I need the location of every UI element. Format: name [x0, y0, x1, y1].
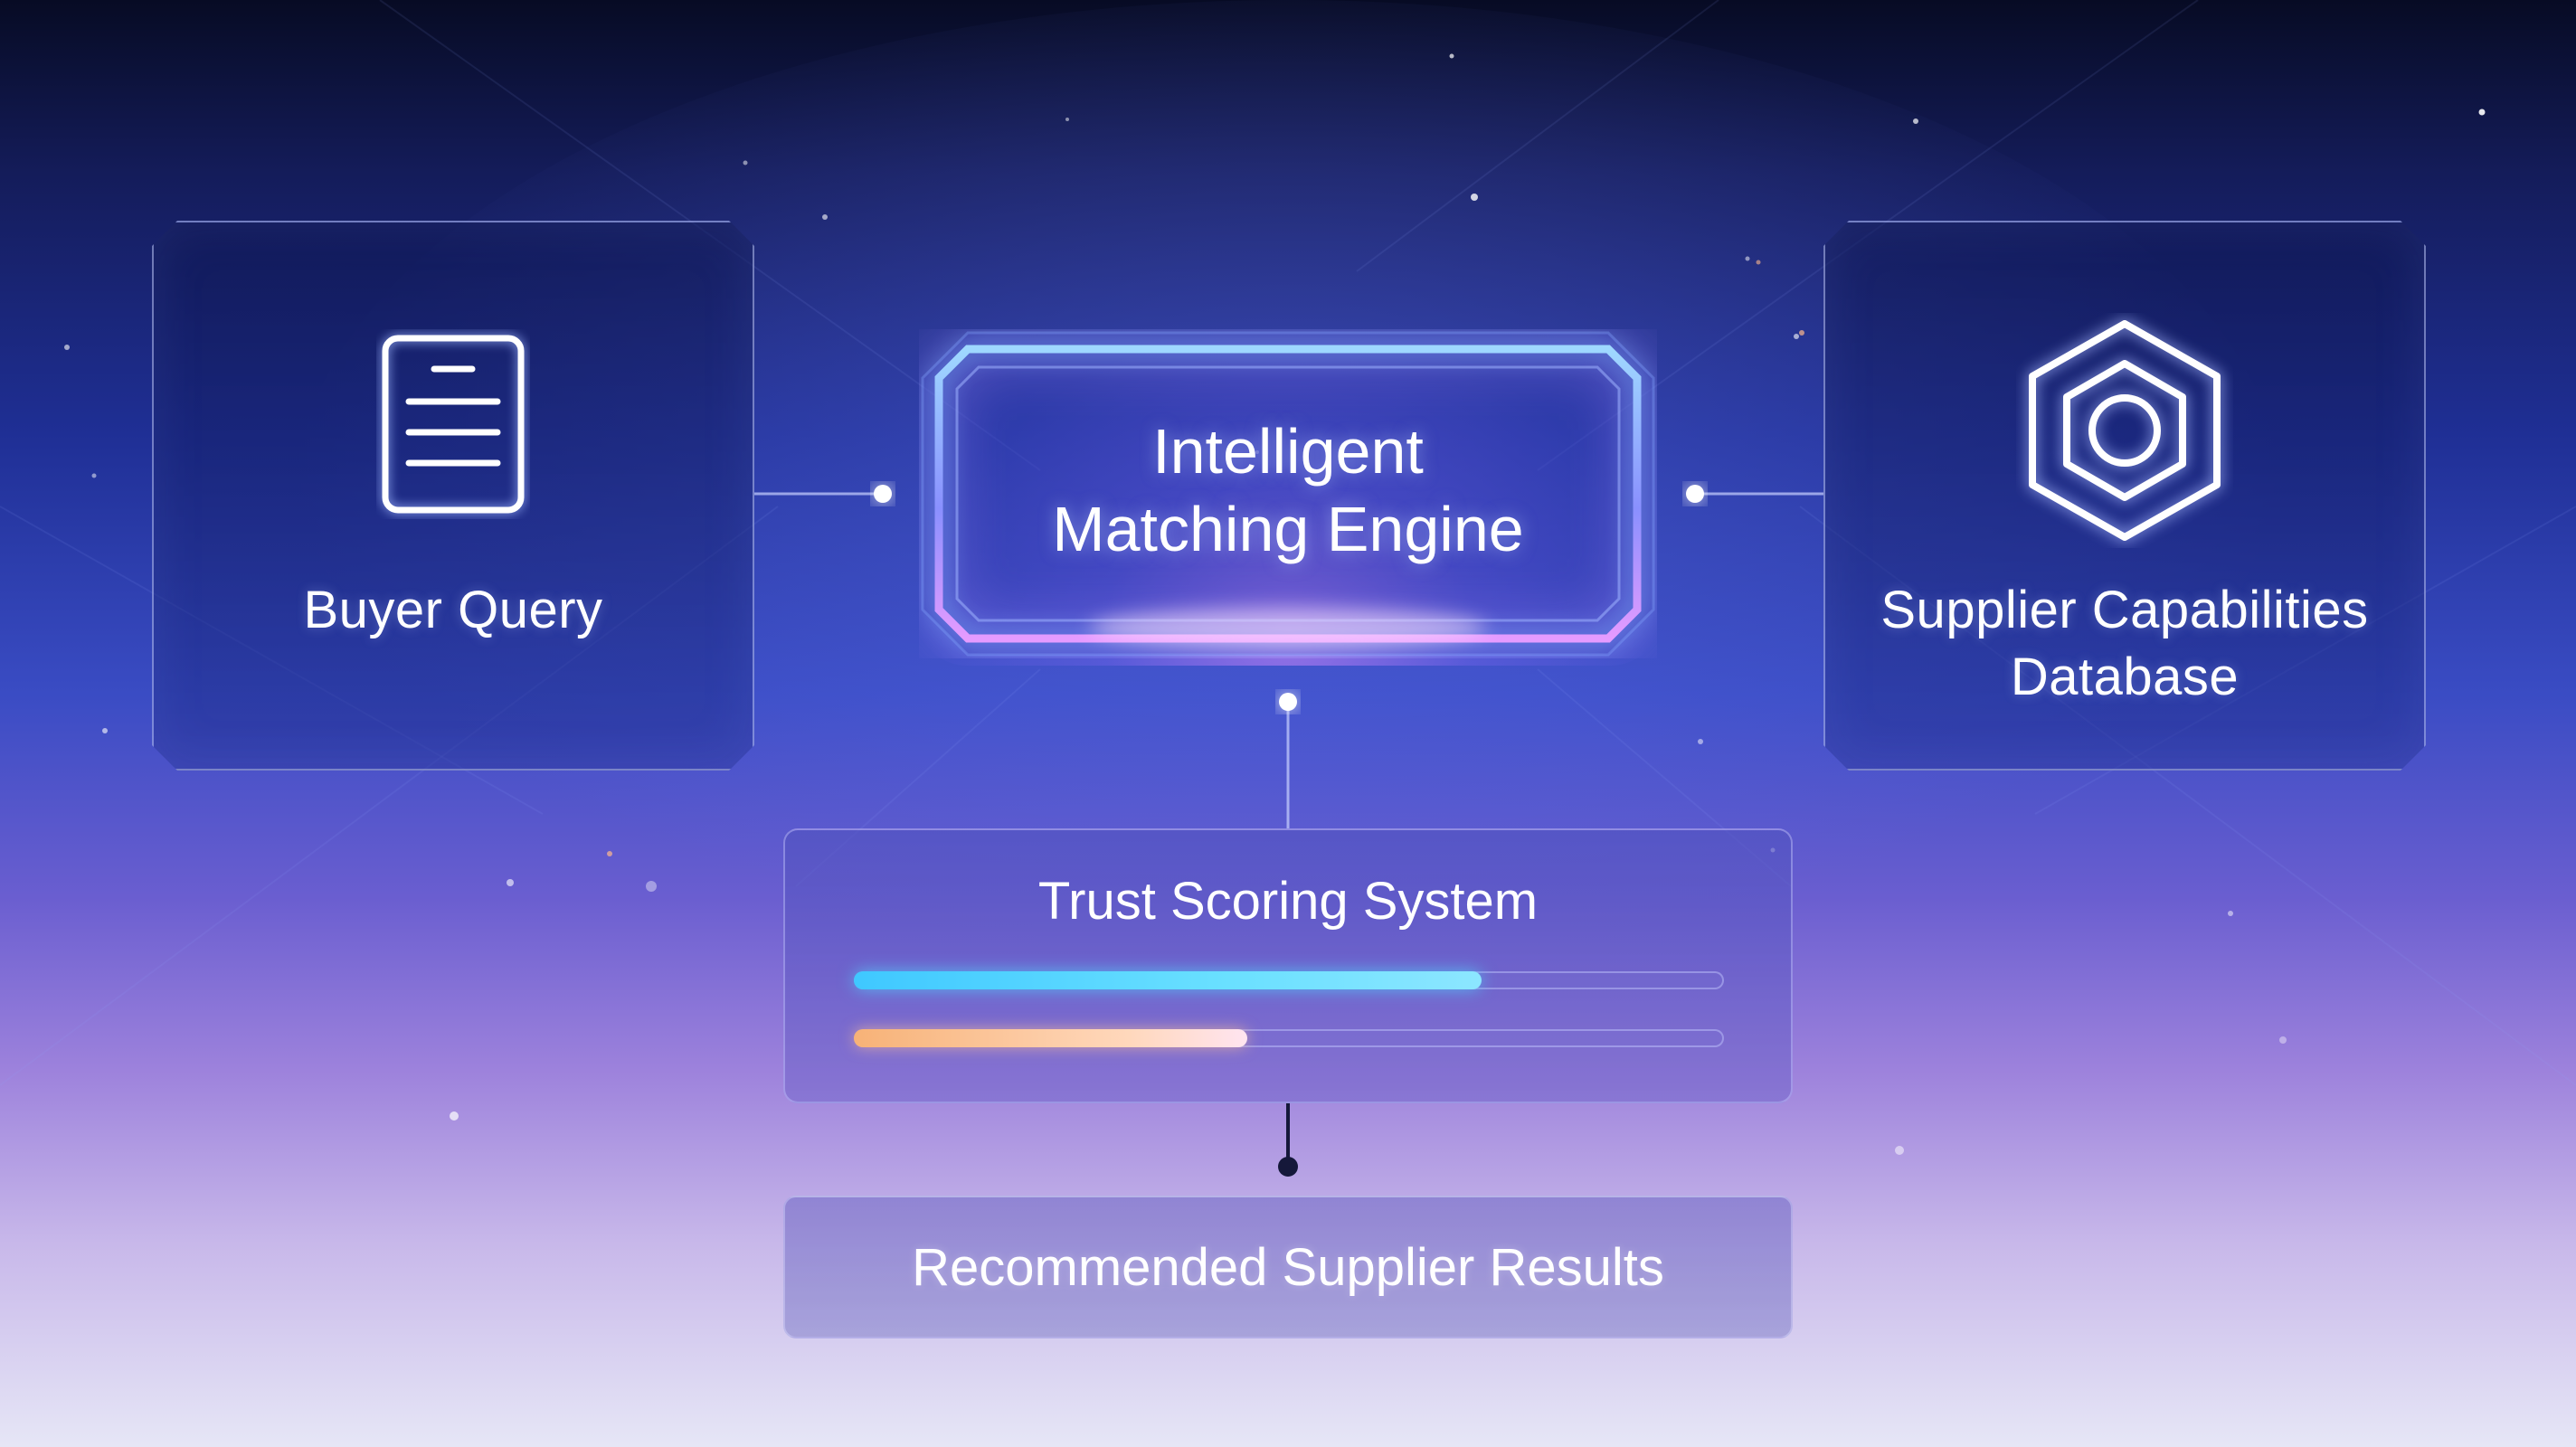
supplier-database-node[interactable]: Supplier Capabilities Database — [1823, 221, 2426, 771]
recommended-results-label: Recommended Supplier Results — [912, 1238, 1664, 1297]
trust-score-bar-1 — [854, 971, 1724, 989]
buyer-query-label: Buyer Query — [303, 581, 603, 639]
engine-frame — [921, 331, 1655, 657]
connector-trust-to-results — [1278, 1103, 1298, 1177]
supplier-database-label: Supplier Capabilities Database — [1825, 577, 2424, 711]
connector-supplier-to-engine — [1686, 485, 1823, 503]
trust-score-bar-2-fill — [854, 1029, 1248, 1047]
connector-engine-to-trust — [1279, 693, 1297, 828]
matching-engine-label-line2: Matching Engine — [1052, 494, 1524, 564]
document-icon — [376, 329, 530, 519]
trust-score-bar-2 — [854, 1029, 1724, 1047]
supplier-database-label-line2: Database — [2010, 648, 2240, 706]
connector-buyer-to-engine — [754, 485, 892, 503]
trust-score-bar-1-fill — [854, 971, 1482, 989]
matching-engine-node[interactable] — [919, 329, 1657, 658]
trust-scoring-label: Trust Scoring System — [1037, 872, 1539, 931]
trust-scoring-node[interactable]: Trust Scoring System — [783, 828, 1793, 1103]
hexagon-nut-icon — [2016, 313, 2233, 548]
matching-engine-label: Intelligent Matching Engine — [919, 412, 1657, 568]
buyer-query-node[interactable]: Buyer Query — [152, 221, 754, 771]
recommended-results-node[interactable]: Recommended Supplier Results — [783, 1196, 1793, 1338]
background-stars — [64, 53, 2486, 1155]
supplier-database-label-line1: Supplier Capabilities — [1880, 581, 2369, 639]
matching-engine-label-line1: Intelligent — [1152, 416, 1424, 487]
